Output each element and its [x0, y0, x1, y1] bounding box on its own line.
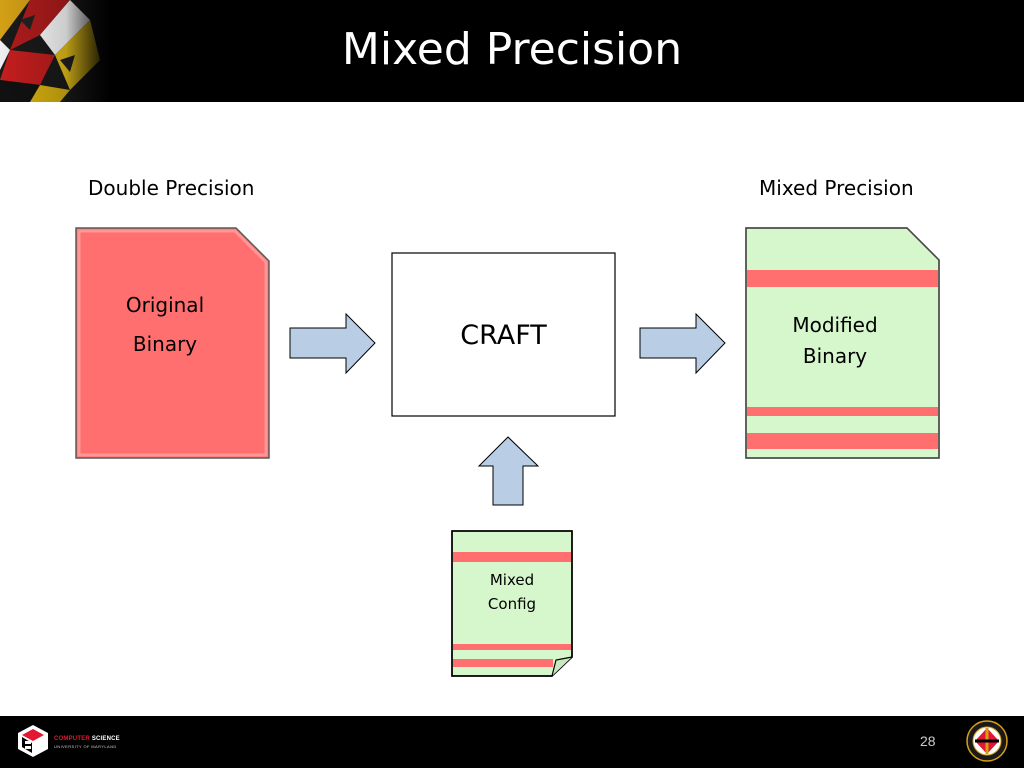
- config-line1: Mixed: [489, 571, 535, 589]
- footer-bar: [0, 716, 1024, 768]
- modified-line1: Modified: [792, 313, 878, 337]
- maryland-flag-image: [0, 0, 110, 102]
- arrow-right-icon: [639, 312, 726, 375]
- original-line1: Original: [125, 293, 205, 317]
- footer-brand-sub: UNIVERSITY OF MARYLAND: [54, 744, 117, 749]
- mixed-config-label: Mixed Config: [452, 568, 572, 616]
- title-bar: [0, 0, 1024, 102]
- slide-title: Mixed Precision: [341, 24, 683, 75]
- original-binary-document: [75, 227, 270, 459]
- computer-science-logo-icon: [16, 724, 50, 758]
- modified-line2: Binary: [802, 344, 868, 368]
- page-number: 28: [920, 733, 936, 749]
- modified-binary-document: [745, 227, 940, 459]
- university-seal-icon: [966, 720, 1008, 762]
- mixed-precision-heading: Mixed Precision: [759, 176, 914, 200]
- config-line2: Config: [487, 595, 537, 613]
- arrow-up-icon: [477, 436, 540, 506]
- mixed-config-document: [451, 530, 573, 677]
- footer-brand: COMPUTER SCIENCE: [54, 736, 120, 742]
- brand-part1: COMPUTER: [54, 736, 90, 742]
- brand-part2: SCIENCE: [91, 736, 120, 742]
- modified-binary-label: Modified Binary: [760, 310, 910, 372]
- craft-label: CRAFT: [460, 320, 547, 351]
- double-precision-heading: Double Precision: [88, 176, 255, 200]
- craft-box: [391, 252, 616, 417]
- original-line2: Binary: [132, 332, 198, 356]
- arrow-right-icon: [289, 312, 376, 375]
- original-binary-label: Original Binary: [90, 286, 240, 364]
